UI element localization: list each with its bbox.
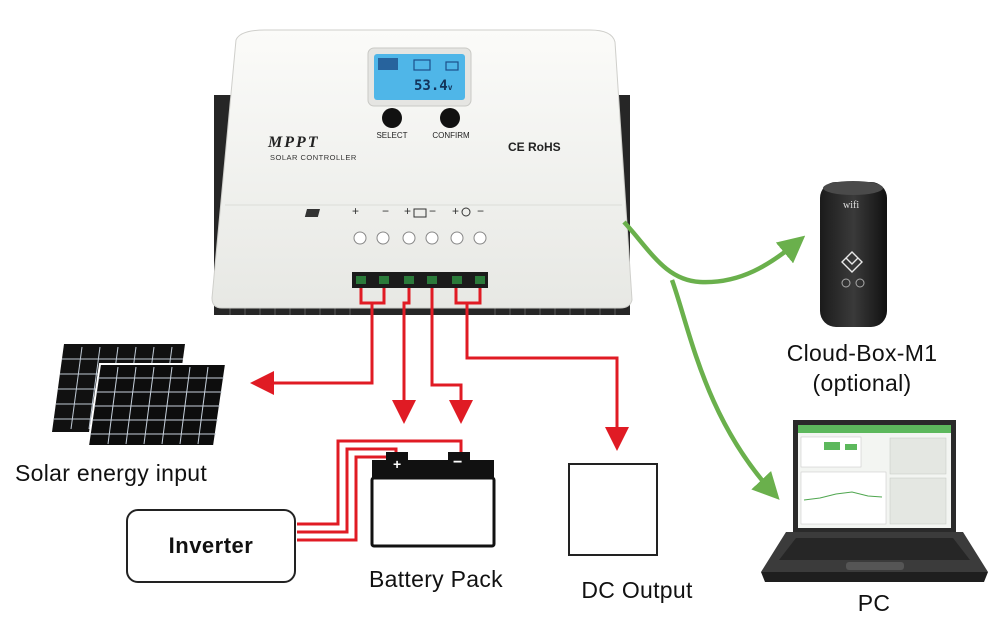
controller-subtitle: SOLAR CONTROLLER [270,153,357,162]
wireless-link-arrows [622,220,806,500]
terminal-labels: + − + − + − [352,204,492,222]
battery-label: Battery Pack [369,566,503,592]
cert-label: CE RoHS [508,140,561,154]
battery-minus-sign: − [453,454,463,471]
term-load-minus: − [477,204,485,218]
inverter-box: Inverter [126,509,296,583]
select-button-label: SELECT [376,131,408,140]
terminal-screws [353,231,487,245]
red-wires [250,288,629,542]
lcd-display [367,47,472,107]
term-solar-plus: + [352,204,360,218]
cloud-box-logo: wifi [843,200,860,211]
dc-output-label: DC Output [581,577,693,603]
lcd-readout: 53.4v [414,78,453,94]
select-button[interactable] [382,108,402,128]
confirm-button[interactable] [440,108,460,128]
cloud-box-device [820,181,887,327]
pc-laptop [761,420,988,582]
term-load-plus: + [452,204,460,218]
term-battery-plus: + [404,204,412,218]
terminal-block [352,272,488,288]
pc-label: PC [857,590,891,616]
inverter-label: Inverter [168,533,254,558]
lcd-unit: v [447,83,453,92]
battery-icon [413,208,427,218]
battery-pack [370,452,496,548]
lamp-icon [461,207,471,217]
term-solar-minus: − [382,204,390,218]
dc-output-box [568,463,658,556]
solar-label: Solar energy input [15,460,208,486]
cloud-box-optional: (optional) [812,370,912,396]
solar-panels [52,344,228,447]
controller-brand: MPPT [268,134,320,151]
term-battery-minus: − [429,204,437,218]
battery-plus-sign: + [393,456,402,472]
lcd-value: 53.4 [414,78,448,94]
confirm-button-label: CONFIRM [432,131,470,140]
cloud-box-label: Cloud-Box-M1 [786,340,938,366]
solar-panel-icon [304,209,320,217]
controller-body [211,29,633,309]
